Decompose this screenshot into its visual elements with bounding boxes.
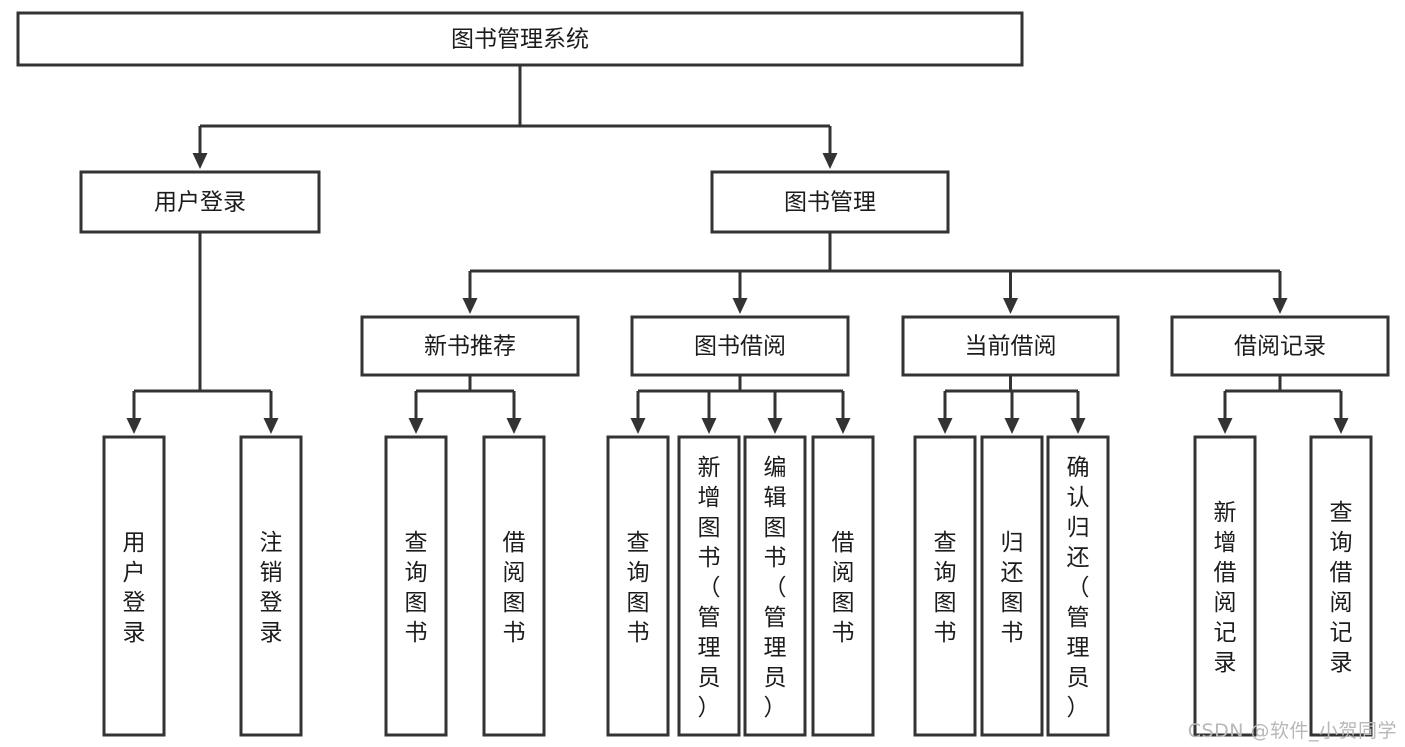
node-book-borrow[interactable]: 图书借阅	[630, 315, 850, 377]
node-box-leaf-borrow-book-1	[482, 435, 546, 737]
node-leaf-borrow-book-2[interactable]: 借阅图书	[811, 435, 875, 737]
node-book-manage[interactable]: 图书管理	[710, 170, 950, 234]
node-label-root: 图书管理系统	[451, 27, 589, 53]
node-label-leaf-query-book-2: 查询图书	[627, 530, 650, 646]
node-leaf-add-record[interactable]: 新增借阅记录	[1193, 435, 1257, 737]
node-box-user-login	[79, 170, 321, 234]
node-label-leaf-query-record: 查询借阅记录	[1330, 500, 1353, 676]
node-leaf-return-book[interactable]: 归还图书	[980, 435, 1044, 737]
node-leaf-edit-book[interactable]: 编辑图书（管理员）	[743, 435, 807, 737]
node-current-borrow[interactable]: 当前借阅	[901, 315, 1120, 377]
node-user-login[interactable]: 用户登录	[79, 170, 321, 234]
node-label-leaf-confirm-return: 确认归还（管理员）	[1067, 455, 1090, 721]
node-box-leaf-edit-book	[743, 435, 807, 737]
node-box-leaf-query-book-3	[913, 435, 977, 737]
node-leaf-query-book-1[interactable]: 查询图书	[384, 435, 448, 737]
node-box-leaf-add-book	[677, 435, 741, 737]
node-label-book-borrow: 图书借阅	[694, 334, 786, 360]
node-label-leaf-query-book-3: 查询图书	[934, 530, 957, 646]
node-label-leaf-edit-book: 编辑图书（管理员）	[764, 455, 787, 721]
node-leaf-logout[interactable]: 注销登录	[239, 435, 303, 737]
node-layer: 图书管理系统用户登录图书管理新书推荐图书借阅当前借阅借阅记录用户登录注销登录查询…	[16, 11, 1390, 737]
node-label-new-book-rec: 新书推荐	[424, 334, 516, 360]
node-box-book-borrow	[630, 315, 850, 377]
node-label-borrow-record: 借阅记录	[1234, 334, 1326, 360]
node-label-user-login: 用户登录	[154, 190, 246, 216]
node-box-new-book-rec	[360, 315, 580, 377]
node-label-leaf-add-record: 新增借阅记录	[1214, 500, 1237, 676]
node-box-leaf-query-book-1	[384, 435, 448, 737]
node-box-borrow-record	[1170, 315, 1390, 377]
node-borrow-record[interactable]: 借阅记录	[1170, 315, 1390, 377]
node-label-leaf-query-book-1: 查询图书	[405, 530, 428, 646]
node-label-leaf-borrow-book-1: 借阅图书	[503, 530, 526, 646]
node-box-current-borrow	[901, 315, 1120, 377]
node-label-book-manage: 图书管理	[784, 190, 876, 216]
node-box-leaf-user-login	[102, 435, 166, 737]
node-label-leaf-logout: 注销登录	[260, 530, 283, 646]
node-box-leaf-add-record	[1193, 435, 1257, 737]
node-box-leaf-confirm-return	[1046, 435, 1110, 737]
node-label-current-borrow: 当前借阅	[965, 334, 1057, 360]
node-leaf-borrow-book-1[interactable]: 借阅图书	[482, 435, 546, 737]
node-leaf-query-book-3[interactable]: 查询图书	[913, 435, 977, 737]
connector-layer	[126, 65, 1349, 434]
node-new-book-rec[interactable]: 新书推荐	[360, 315, 580, 377]
node-box-root	[16, 11, 1024, 67]
node-label-leaf-borrow-book-2: 借阅图书	[832, 530, 855, 646]
node-label-leaf-user-login: 用户登录	[123, 530, 146, 646]
node-leaf-add-book[interactable]: 新增图书（管理员）	[677, 435, 741, 737]
node-box-leaf-query-record	[1309, 435, 1373, 737]
node-label-leaf-return-book: 归还图书	[1001, 530, 1024, 646]
node-leaf-confirm-return[interactable]: 确认归还（管理员）	[1046, 435, 1110, 737]
node-box-leaf-return-book	[980, 435, 1044, 737]
node-box-leaf-query-book-2	[606, 435, 670, 737]
node-box-leaf-borrow-book-2	[811, 435, 875, 737]
node-root[interactable]: 图书管理系统	[16, 11, 1024, 67]
node-box-leaf-logout	[239, 435, 303, 737]
node-box-book-manage	[710, 170, 950, 234]
node-label-leaf-add-book: 新增图书（管理员）	[698, 455, 721, 721]
node-leaf-query-book-2[interactable]: 查询图书	[606, 435, 670, 737]
node-leaf-user-login[interactable]: 用户登录	[102, 435, 166, 737]
node-leaf-query-record[interactable]: 查询借阅记录	[1309, 435, 1373, 737]
